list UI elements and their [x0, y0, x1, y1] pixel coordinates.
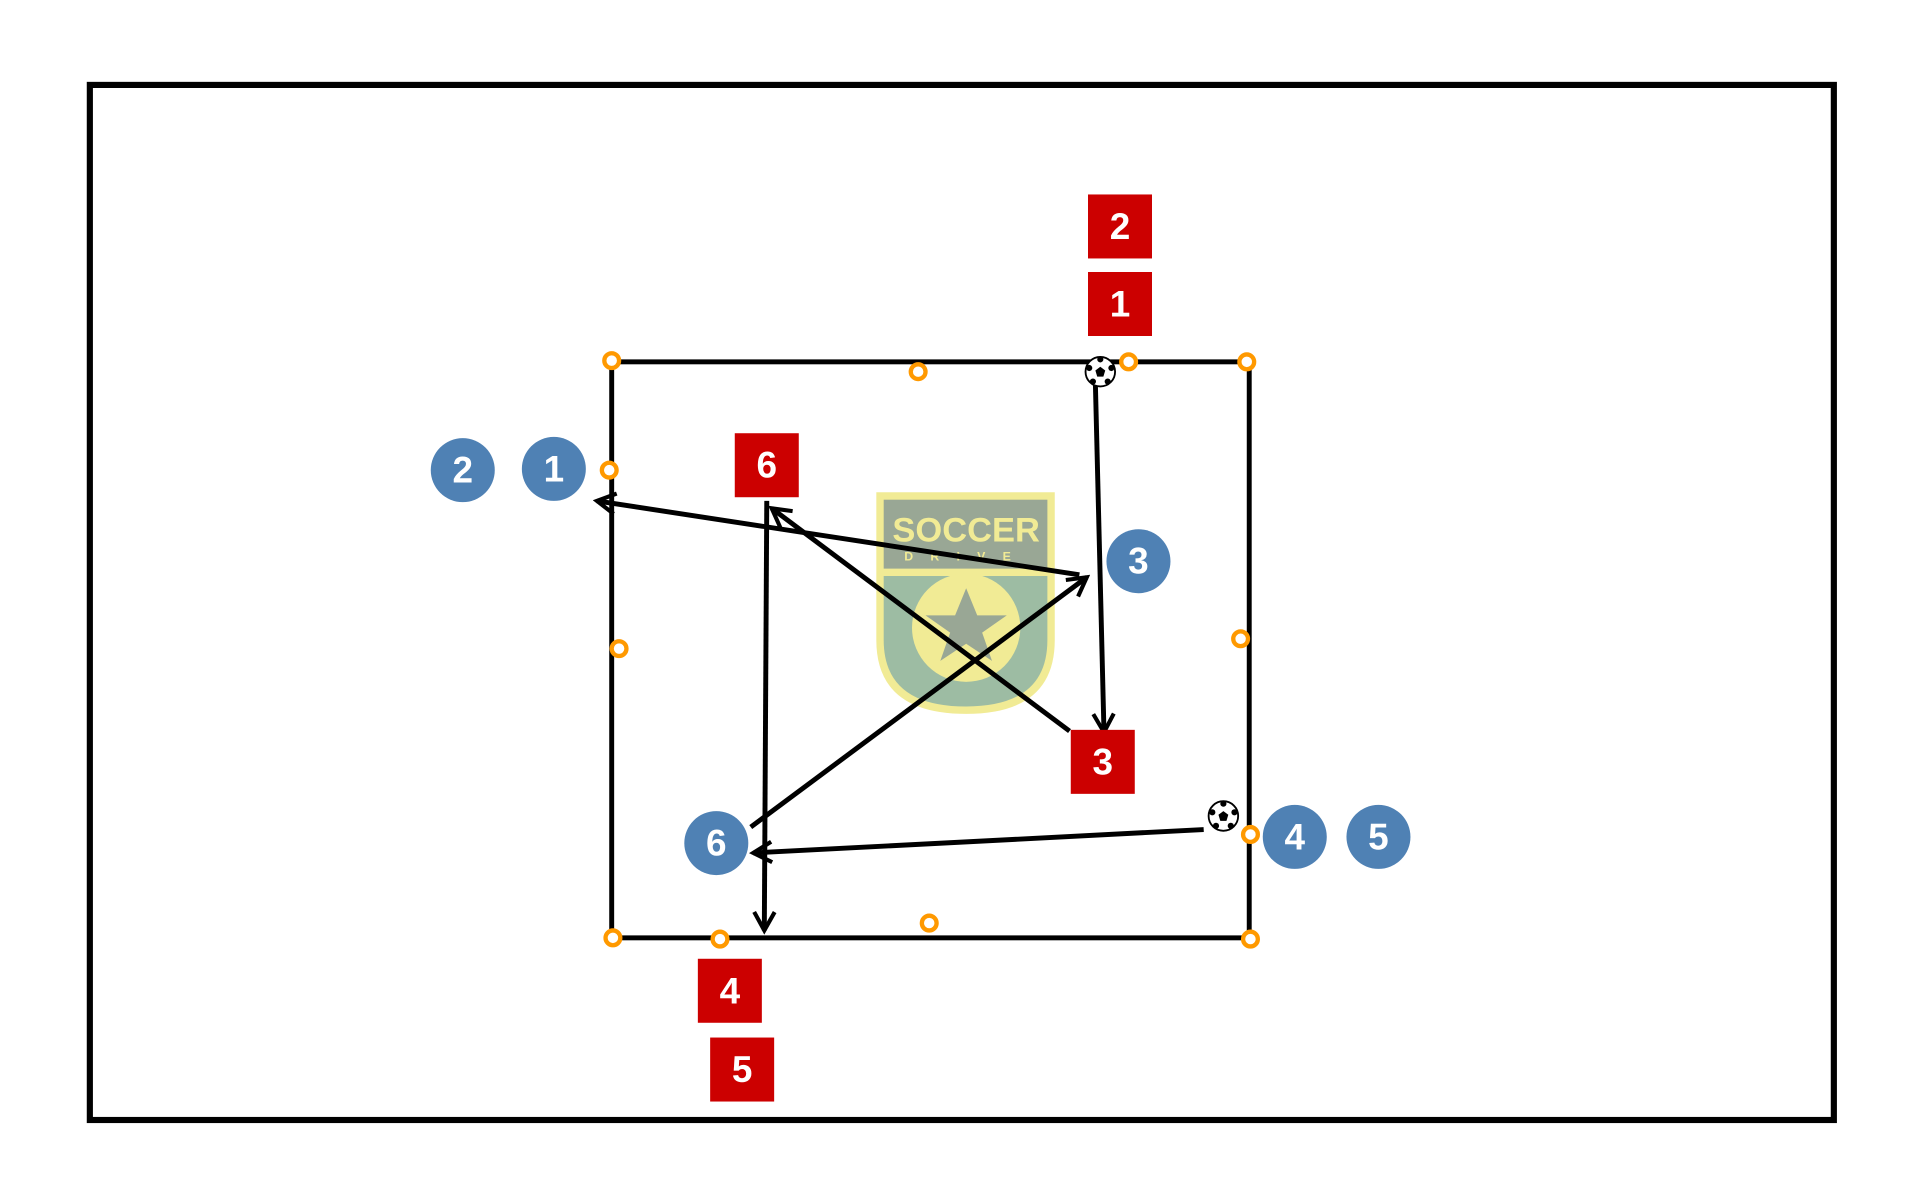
red-player-1: 1 — [1088, 272, 1152, 336]
field-boundary — [86, 81, 1837, 1124]
player-label: 6 — [706, 823, 727, 864]
player-label: 5 — [1368, 816, 1389, 857]
blue-player-1: 1 — [521, 436, 586, 501]
pass-arrow — [749, 577, 1087, 830]
blue-player-3: 3 — [1106, 529, 1171, 594]
player-label: 4 — [720, 970, 741, 1011]
run-arrow — [764, 500, 766, 931]
red-player-3: 3 — [1070, 729, 1135, 794]
red-team: 2 1 6 3 4 5 — [697, 194, 1152, 1102]
cone — [599, 460, 619, 480]
pass-arrow — [753, 827, 1204, 853]
player-label: 1 — [1110, 283, 1131, 324]
player-label: 2 — [453, 450, 474, 491]
cone — [603, 928, 623, 948]
player-label: 1 — [544, 448, 565, 489]
blue-player-2: 2 — [430, 438, 495, 503]
soccer-ball-icon — [1084, 355, 1116, 388]
cone — [1231, 629, 1251, 649]
cones — [599, 351, 1260, 949]
red-player-4: 4 — [697, 958, 762, 1023]
cone — [908, 362, 928, 382]
cone — [1119, 352, 1139, 372]
player-label: 5 — [732, 1049, 753, 1090]
run-arrow — [772, 508, 1072, 734]
blue-player-5: 5 — [1346, 804, 1411, 869]
cone — [609, 639, 629, 659]
blue-player-6: 6 — [684, 811, 749, 876]
cone — [1240, 824, 1260, 844]
logo-title: SOCCER — [892, 511, 1040, 549]
cone — [1237, 352, 1257, 372]
cone — [602, 351, 622, 371]
pass-arrow — [1095, 383, 1104, 732]
player-label: 3 — [1093, 741, 1114, 782]
player-label: 3 — [1128, 541, 1149, 582]
cone — [919, 913, 939, 933]
soccer-drive-logo: SOCCER DRIVE — [876, 492, 1055, 714]
player-label: 4 — [1285, 816, 1306, 857]
pass-arrow — [597, 501, 1080, 578]
player-label: 2 — [1110, 206, 1131, 247]
blue-team: 2 1 3 6 4 5 — [430, 436, 1411, 876]
pass-arrows — [597, 383, 1204, 931]
blue-player-4: 4 — [1262, 804, 1327, 869]
cone — [710, 929, 730, 949]
red-player-2: 2 — [1088, 194, 1152, 259]
soccer-ball-icon — [1207, 799, 1240, 832]
red-player-6: 6 — [734, 433, 799, 498]
cone — [1240, 929, 1260, 949]
player-label: 6 — [757, 445, 778, 486]
red-player-5: 5 — [710, 1037, 775, 1102]
